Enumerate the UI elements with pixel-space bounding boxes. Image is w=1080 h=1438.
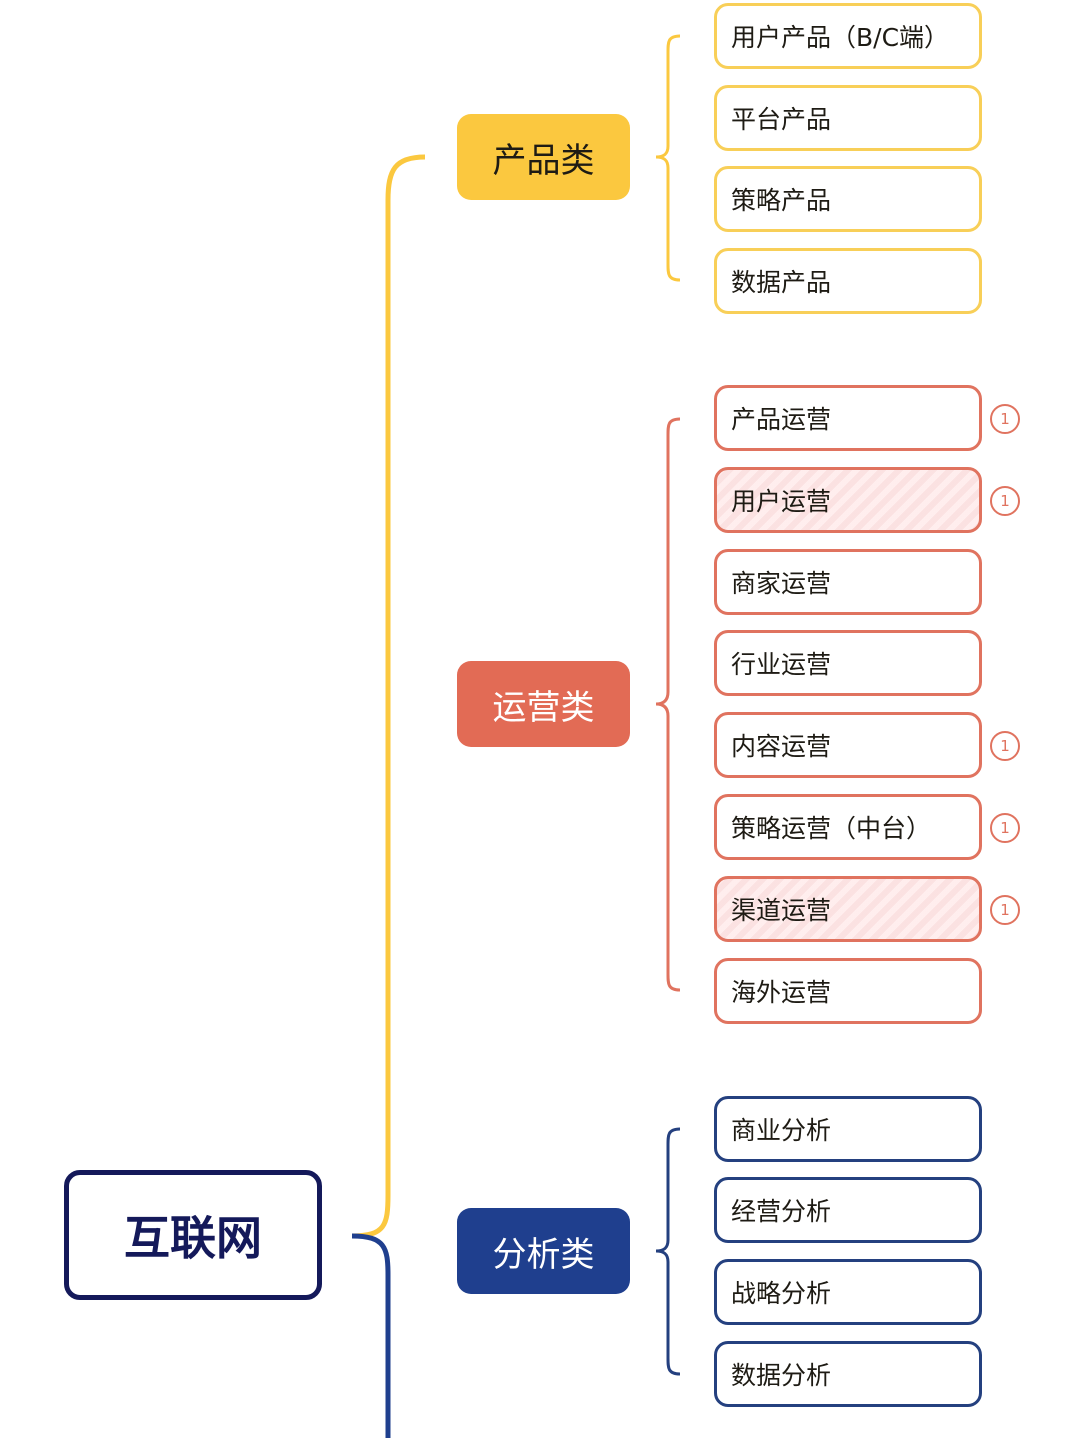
leaf-product-operation[interactable]: 产品运营 <box>714 385 982 451</box>
leaf-channel-operation[interactable]: 渠道运营 <box>714 876 982 942</box>
leaf-label: 数据产品 <box>731 268 832 297</box>
leaf-strategy-operation[interactable]: 策略运营（中台） <box>714 794 982 860</box>
leaf-business-analysis[interactable]: 商业分析 <box>714 1096 982 1162</box>
leaf-label: 渠道运营 <box>731 896 832 925</box>
leaf-user-product[interactable]: 用户产品（B/C端） <box>714 3 982 69</box>
leaf-platform-product[interactable]: 平台产品 <box>714 85 982 151</box>
leaf-label: 经营分析 <box>731 1197 832 1226</box>
badge-user-operation[interactable]: 1 <box>990 486 1020 516</box>
leaf-label: 内容运营 <box>731 732 832 761</box>
leaf-strategy-product[interactable]: 策略产品 <box>714 166 982 232</box>
root-node[interactable]: 互联网 <box>64 1170 322 1300</box>
leaf-data-analysis[interactable]: 数据分析 <box>714 1341 982 1407</box>
leaf-label: 战略分析 <box>731 1279 832 1308</box>
leaf-label: 用户产品（B/C端） <box>731 23 950 52</box>
leaf-overseas-operation[interactable]: 海外运营 <box>714 958 982 1024</box>
leaf-merchant-operation[interactable]: 商家运营 <box>714 549 982 615</box>
connector-root-product <box>351 154 426 1239</box>
leaf-industry-operation[interactable]: 行业运营 <box>714 630 982 696</box>
bracket-analysis <box>655 1127 681 1376</box>
badge-channel-operation[interactable]: 1 <box>990 895 1020 925</box>
badge-product-operation[interactable]: 1 <box>990 404 1020 434</box>
leaf-label: 平台产品 <box>731 105 832 134</box>
leaf-label: 海外运营 <box>731 978 832 1007</box>
badge-content-operation[interactable]: 1 <box>990 731 1020 761</box>
category-operation[interactable]: 运营类 <box>457 661 630 747</box>
leaf-user-operation[interactable]: 用户运营 <box>714 467 982 533</box>
leaf-label: 行业运营 <box>731 650 832 679</box>
leaf-label: 策略产品 <box>731 186 832 215</box>
leaf-label: 策略运营（中台） <box>731 814 932 843</box>
badge-strategy-operation[interactable]: 1 <box>990 813 1020 843</box>
leaf-label: 产品运营 <box>731 405 832 434</box>
leaf-strategic-analysis[interactable]: 战略分析 <box>714 1259 982 1325</box>
leaf-data-product[interactable]: 数据产品 <box>714 248 982 314</box>
leaf-content-operation[interactable]: 内容运营 <box>714 712 982 778</box>
leaf-label: 数据分析 <box>731 1361 832 1390</box>
leaf-operating-analysis[interactable]: 经营分析 <box>714 1177 982 1243</box>
bracket-product <box>655 34 681 282</box>
category-product[interactable]: 产品类 <box>457 114 630 200</box>
leaf-label: 商家运营 <box>731 569 832 598</box>
connector-root-analysis <box>351 1233 391 1438</box>
bracket-operation <box>655 417 681 992</box>
leaf-label: 商业分析 <box>731 1116 832 1145</box>
leaf-label: 用户运营 <box>731 487 832 516</box>
category-analysis[interactable]: 分析类 <box>457 1208 630 1294</box>
